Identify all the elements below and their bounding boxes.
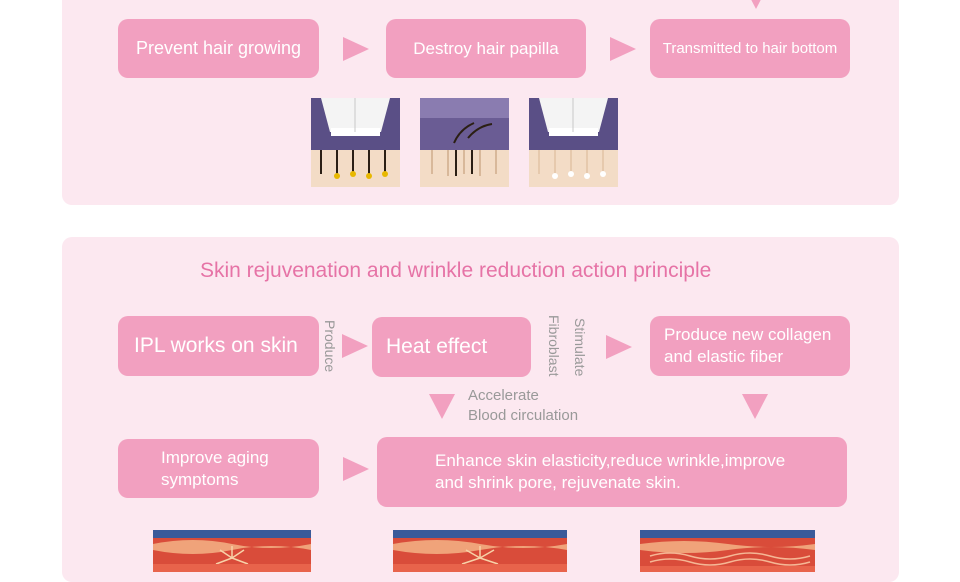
skin-tissue-illustration-3 (640, 530, 815, 572)
produce-label: Produce (322, 320, 338, 373)
down-arrow-heat (429, 394, 455, 419)
step-label: Destroy hair papilla (413, 38, 559, 58)
accelerate-line-1: Accelerate (468, 387, 539, 404)
left-flow-arrow (343, 457, 369, 481)
right-arrow (610, 37, 636, 61)
step-label: Prevent hair growing (135, 38, 302, 58)
hair-follicle-illustration-2 (420, 98, 509, 187)
aging-line-2: symptoms (161, 469, 239, 489)
fibroblast-label: Fibroblast (546, 315, 562, 377)
right-arrow (606, 335, 632, 359)
collagen-line-1: Produce new collagen (664, 325, 832, 344)
skin-tissue-illustration-2 (393, 530, 567, 572)
aging-line-1: Improve aging (161, 447, 269, 467)
step-box-transmitted: Transmitted to hair bottom (650, 19, 850, 78)
step-box-prevent-hair: Prevent hair growing (118, 19, 319, 78)
accelerate-note: Accelerate Blood circulation (468, 386, 578, 426)
heat-effect-box: Heat effect (372, 317, 531, 377)
right-arrow (342, 334, 368, 358)
right-arrow (343, 37, 369, 61)
stimulate-label: Stimulate (572, 318, 588, 377)
hair-follicle-illustration-3 (529, 98, 618, 187)
heat-effect-label: Heat effect (386, 335, 488, 358)
step-box-destroy-papilla: Destroy hair papilla (386, 19, 586, 78)
ipl-box: IPL works on skin (118, 316, 319, 376)
ipl-box-label: IPL works on skin (134, 334, 298, 357)
enhance-line-2: and shrink pore, rejuvenate skin. (435, 473, 681, 492)
step-label: Transmitted to hair bottom (662, 40, 838, 57)
down-arrow-top-right (743, 0, 769, 9)
section-title: Skin rejuvenation and wrinkle reduction … (200, 259, 712, 282)
enhance-line-1: Enhance skin elasticity,reduce wrinkle,i… (435, 451, 786, 470)
collagen-line-2: and elastic fiber (664, 347, 784, 366)
skin-tissue-illustration-1 (153, 530, 311, 572)
down-arrow-collagen (742, 394, 768, 419)
accelerate-line-2: Blood circulation (468, 407, 579, 424)
aging-box: Improve aging symptoms (118, 439, 319, 498)
enhance-box: Enhance skin elasticity,reduce wrinkle,i… (377, 437, 847, 507)
collagen-box: Produce new collagen and elastic fiber (650, 316, 850, 376)
hair-follicle-illustration-1 (311, 98, 400, 187)
